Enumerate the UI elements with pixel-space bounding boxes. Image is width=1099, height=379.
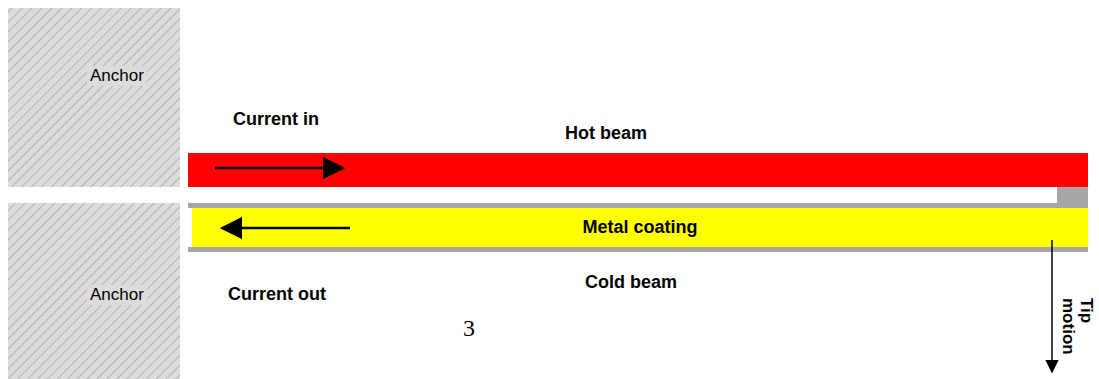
current-arrow bbox=[215, 167, 343, 170]
tip-motion-arrow bbox=[1051, 240, 1053, 372]
current-label: Current out bbox=[228, 284, 326, 305]
part-label: Anchor bbox=[87, 285, 147, 305]
anchor-block: Anchor bbox=[8, 8, 180, 187]
metal-coating bbox=[192, 208, 1088, 247]
page-number: 3 bbox=[463, 315, 475, 343]
part-label: Cold beam bbox=[585, 272, 677, 293]
hot-beam: Hot beam bbox=[188, 153, 1088, 187]
cold-beam-edge bbox=[188, 203, 1088, 208]
current-label: Current in bbox=[233, 109, 319, 130]
anchor-block: Anchor bbox=[8, 203, 180, 379]
part-label: Metal coating bbox=[582, 217, 697, 238]
metal-coating: Metal coating bbox=[192, 208, 1088, 247]
part-label: Anchor bbox=[87, 66, 147, 86]
current-arrow bbox=[222, 227, 350, 230]
tip-link bbox=[1057, 187, 1088, 203]
motion-label: Tip motion bbox=[1059, 298, 1095, 362]
hot-beam bbox=[188, 153, 1088, 187]
anchor-block bbox=[8, 8, 180, 187]
cold-beam-edge bbox=[188, 247, 1088, 252]
part-label: Hot beam bbox=[565, 123, 647, 144]
anchor-block bbox=[8, 203, 180, 379]
